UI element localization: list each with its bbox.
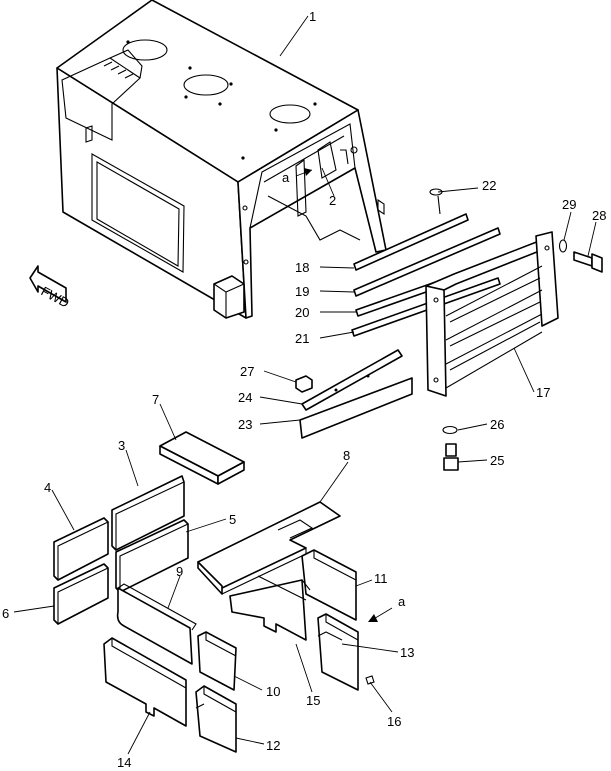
slat-18 [353, 213, 469, 271]
pad-15 [229, 575, 311, 641]
view-a-arrow-icon [295, 168, 313, 177]
callout-28: 28 [592, 208, 606, 223]
pad-5 [115, 519, 189, 593]
washer-29 [558, 239, 568, 253]
clip-16 [365, 675, 375, 685]
pad-13 [317, 613, 359, 691]
pad-12 [195, 685, 237, 753]
bolt-25 [443, 443, 459, 471]
callout-25: 25 [490, 453, 504, 468]
callout-4: 4 [44, 480, 51, 495]
leader-lines [13, 15, 597, 755]
bolt-28 [573, 251, 603, 273]
washer-26 [442, 425, 458, 435]
pad-10 [197, 631, 237, 691]
callout-8: 8 [343, 448, 350, 463]
cab-body [56, 0, 387, 319]
callout-26: 26 [490, 417, 504, 432]
fwd-arrow-icon: FWD [29, 265, 72, 311]
pad-11 [301, 549, 357, 621]
slat-19 [353, 227, 501, 297]
callout-14: 14 [117, 755, 131, 770]
callout-1: 1 [309, 9, 316, 24]
callout-12: 12 [266, 738, 280, 753]
callout-2: 2 [329, 193, 336, 208]
callout-23: 23 [238, 417, 252, 432]
view-a-arrow-right-icon [368, 607, 393, 622]
callout-3: 3 [118, 438, 125, 453]
callout-11: 11 [374, 571, 388, 586]
pad-14 [103, 637, 187, 727]
callout-10: 10 [266, 684, 280, 699]
callout-17: 17 [536, 385, 550, 400]
callout-15: 15 [306, 693, 320, 708]
callout-20: 20 [295, 305, 309, 320]
callout-6: 6 [2, 606, 9, 621]
callout-9: 9 [176, 564, 183, 579]
callout-16: 16 [387, 714, 401, 729]
callout-7: 7 [152, 392, 159, 407]
nut-27 [295, 375, 313, 393]
pad-9 [116, 583, 197, 665]
fwd-label: FWD [39, 283, 72, 310]
callout-13: 13 [400, 645, 414, 660]
callout-24: 24 [238, 390, 252, 405]
callout-22: 22 [482, 178, 496, 193]
callout-labels: 1 2 3 4 5 6 7 8 9 10 11 12 13 14 15 16 1… [2, 9, 606, 770]
callout-27: 27 [240, 364, 254, 379]
frame-17 [425, 231, 559, 397]
pad-6 [53, 563, 109, 625]
view-marker-a-right: a [398, 594, 406, 609]
callout-29: 29 [562, 197, 576, 212]
callout-19: 19 [295, 284, 309, 299]
callout-18: 18 [295, 260, 309, 275]
pad-8 [197, 501, 341, 595]
pad-3 [111, 475, 185, 551]
pad-4 [53, 517, 109, 581]
part-22-bolt [429, 188, 443, 215]
pad-7 [159, 431, 245, 485]
callout-21: 21 [295, 331, 309, 346]
view-marker-a-cab: a [282, 170, 290, 185]
callout-5: 5 [229, 512, 236, 527]
plate-23 [299, 349, 413, 439]
